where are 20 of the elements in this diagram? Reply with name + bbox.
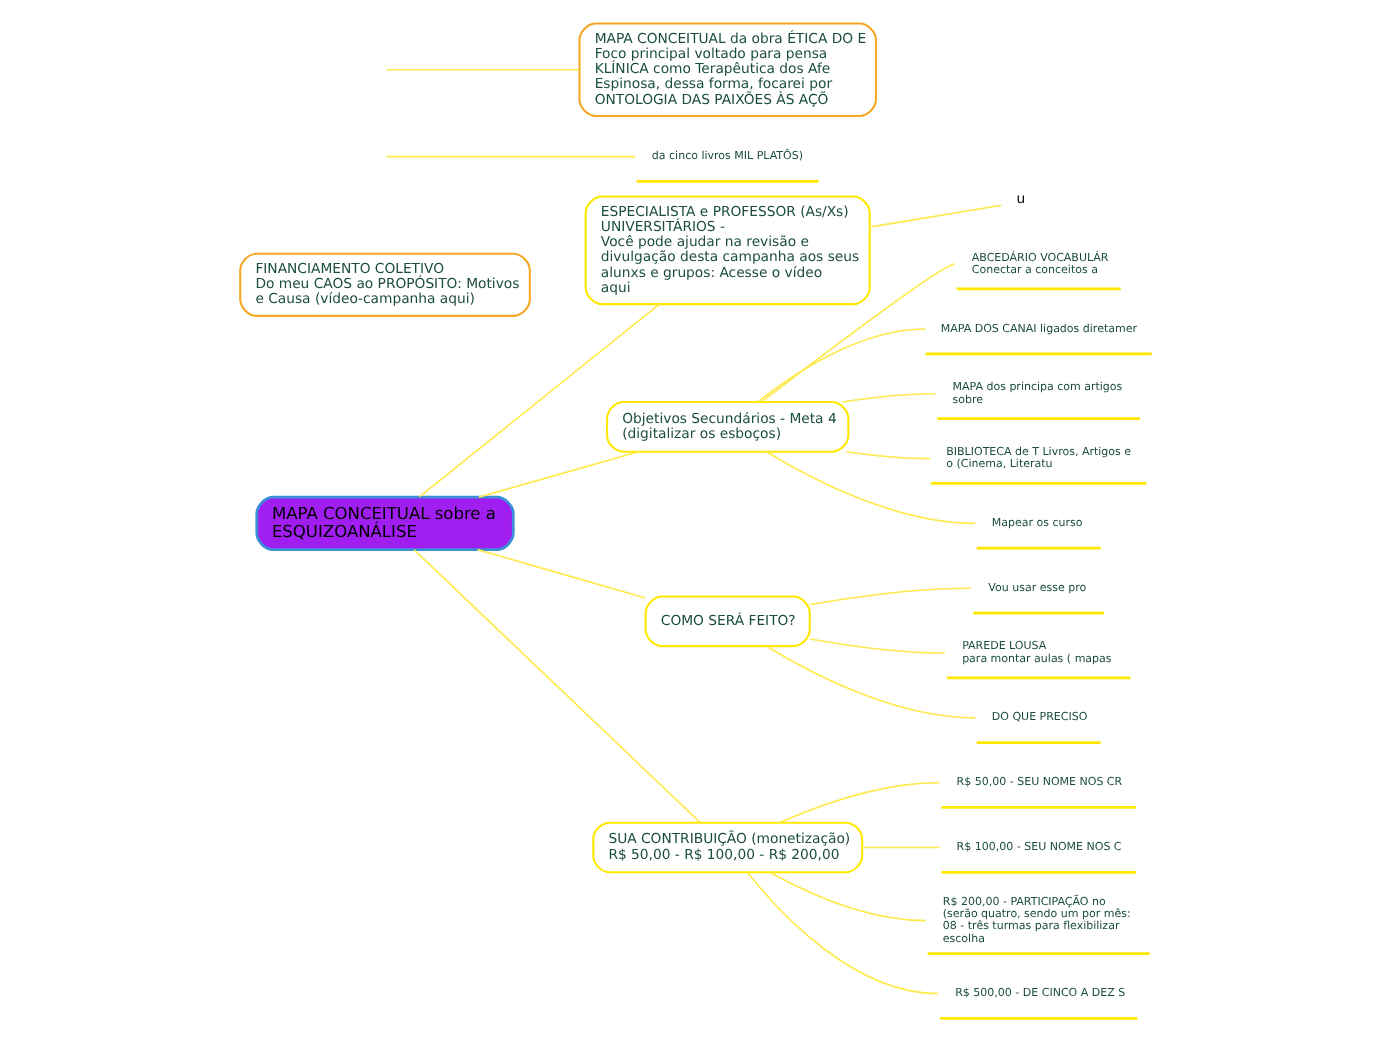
connector [845,449,931,459]
connector [769,870,927,921]
connector [760,262,956,402]
connector [747,871,939,994]
connector [765,449,977,524]
connector [809,637,946,653]
connector [385,67,580,70]
connector [413,548,701,823]
connector [476,547,647,598]
connector [757,327,927,402]
connector [418,302,660,497]
connector [385,154,637,157]
connector [841,391,937,402]
node-box: MAPA CONCEITUAL sobre a ESQUIZOANÁLISE [255,494,515,550]
connector [809,586,972,605]
connector [778,780,941,823]
connector [478,449,640,497]
connector [869,203,1003,227]
connector [861,845,941,848]
connector [765,644,977,718]
